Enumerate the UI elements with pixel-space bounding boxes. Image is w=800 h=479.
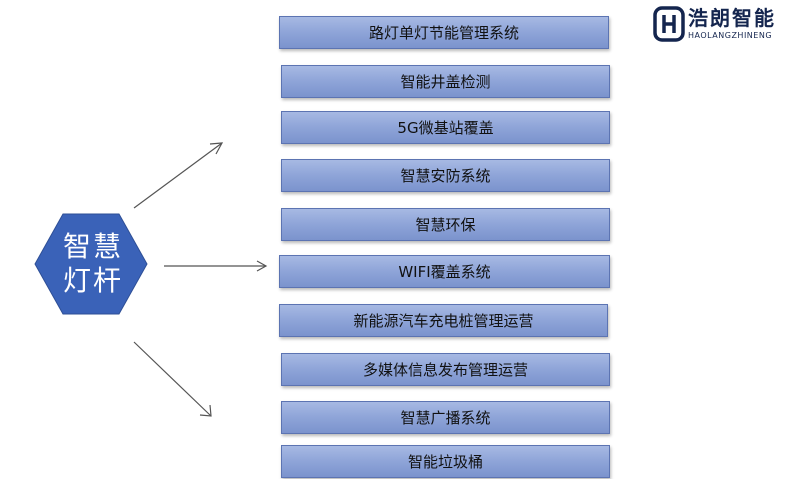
function-box: 路灯单灯节能管理系统 bbox=[279, 16, 609, 49]
hub-label: 智慧 灯杆 bbox=[33, 212, 149, 316]
hub-node: 智慧 灯杆 bbox=[33, 212, 149, 316]
function-box: 智慧安防系统 bbox=[281, 159, 610, 192]
function-box: 智能垃圾桶 bbox=[281, 445, 610, 478]
function-box: 新能源汽车充电桩管理运营 bbox=[279, 304, 608, 337]
logo-h-icon bbox=[653, 6, 685, 42]
function-box: 多媒体信息发布管理运营 bbox=[281, 353, 610, 386]
logo-company-name: 浩朗智能 bbox=[688, 6, 776, 30]
logo-company-pinyin: HAOLANGZHINENG bbox=[688, 31, 773, 40]
function-box: 智慧环保 bbox=[281, 208, 610, 241]
arrow-up bbox=[133, 142, 223, 209]
function-box: WIFI覆盖系统 bbox=[279, 255, 610, 288]
function-box: 5G微基站覆盖 bbox=[281, 111, 610, 144]
function-box: 智慧广播系统 bbox=[281, 401, 610, 434]
brand-logo: 浩朗智能 HAOLANGZHINENG bbox=[652, 5, 798, 45]
hexagon-shape bbox=[34, 213, 148, 315]
hub-label-line2: 灯杆 bbox=[62, 264, 123, 297]
arrow-down bbox=[133, 341, 212, 417]
hub-label-line1: 智慧 bbox=[62, 230, 123, 263]
function-box: 智能井盖检测 bbox=[281, 65, 610, 98]
